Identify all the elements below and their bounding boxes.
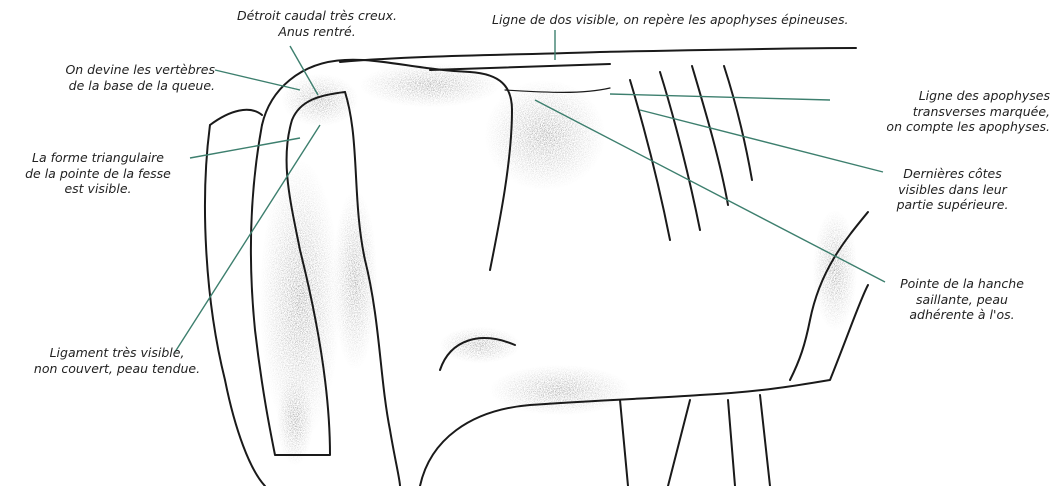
label-pointe-hanche: Pointe de la hanche saillante, peau adhé…	[882, 276, 1042, 323]
label-ligne-de-dos: Ligne de dos visible, on repère les apop…	[492, 12, 952, 28]
rear-leg-b	[668, 400, 690, 486]
pin-bone	[210, 110, 262, 125]
leader-apophyses	[610, 94, 830, 100]
shade-udder	[440, 327, 520, 363]
label-apophyses-transverses: Ligne des apophyses transverses marquée,…	[820, 88, 1050, 135]
rear-leg-a	[620, 400, 628, 486]
rear-leg-c	[728, 400, 735, 486]
shading	[260, 63, 857, 465]
shade-hip-hollow	[485, 80, 605, 190]
label-detroit-caudal: Détroit caudal très creux. Anus rentré.	[232, 8, 402, 39]
shade-flank	[813, 210, 857, 330]
back-line	[340, 48, 856, 62]
leader-vertebres	[215, 70, 300, 90]
label-forme-triangulaire: La forme triangulaire de la pointe de la…	[8, 150, 188, 197]
label-vertebres-queue: On devine les vertèbres de la base de la…	[10, 62, 215, 93]
thigh-rear	[205, 125, 265, 486]
rear-leg-d	[760, 395, 770, 486]
rib-4	[724, 66, 752, 180]
label-dernieres-cotes: Dernières côtes visibles dans leur parti…	[870, 166, 1035, 213]
label-ligament: Ligament très visible, non couvert, peau…	[12, 345, 222, 376]
shade-tail-tip	[277, 375, 313, 465]
